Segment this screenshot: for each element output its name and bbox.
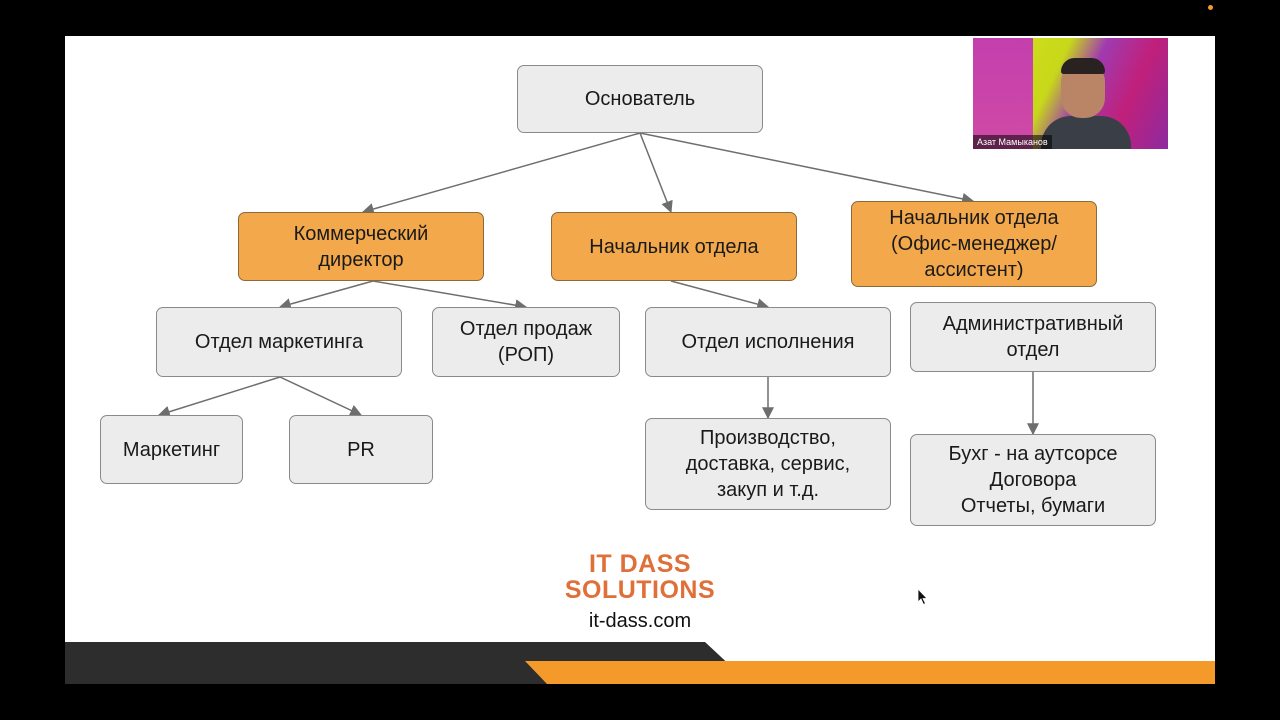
edge-marketing-pr [279,376,363,416]
diagram-connectors [157,132,1039,436]
edge-founder-head-center [639,132,673,214]
mouse-pointer-icon [917,588,928,606]
footer-band-orange [525,661,1215,684]
participant-video-tile[interactable]: Азат Мамыканов [973,38,1168,149]
node-marketing-department: Отдел маркетинга [156,307,402,377]
edge-marketing-marketing [157,376,281,418]
participant-name-label: Азат Мамыканов [973,135,1052,149]
edge-head-center-execution [670,280,770,310]
logo-line-1: IT DASS [588,550,692,578]
node-head-of-department: Начальник отдела [551,212,797,281]
edge-commercial-sales [372,280,528,312]
node-pr: PR [289,415,433,484]
edge-founder-head-right [639,132,975,205]
company-url: it-dass.com [588,610,692,632]
node-head-office-manager: Начальник отдела (Офис-менеджер/ ассисте… [851,201,1097,287]
edge-commercial-marketing [278,280,374,310]
node-marketing: Маркетинг [100,415,243,484]
participant-body [1041,116,1131,149]
company-logo: IT DASS SOLUTIONS [560,551,720,603]
node-commercial-director: Коммерческий директор [238,212,484,281]
node-accounting: Бухг - на аутсорсе Договора Отчеты, бума… [910,434,1156,526]
node-administrative-department: Административный отдел [910,302,1156,372]
node-execution-department: Отдел исполнения [645,307,891,377]
edge-founder-commercial [361,132,641,215]
node-founder: Основатель [517,65,763,133]
node-sales-department: Отдел продаж (РОП) [432,307,620,377]
recording-indicator [1208,5,1213,10]
node-production: Производство, доставка, сервис, закуп и … [645,418,891,510]
logo-line-2: SOLUTIONS [564,576,716,604]
